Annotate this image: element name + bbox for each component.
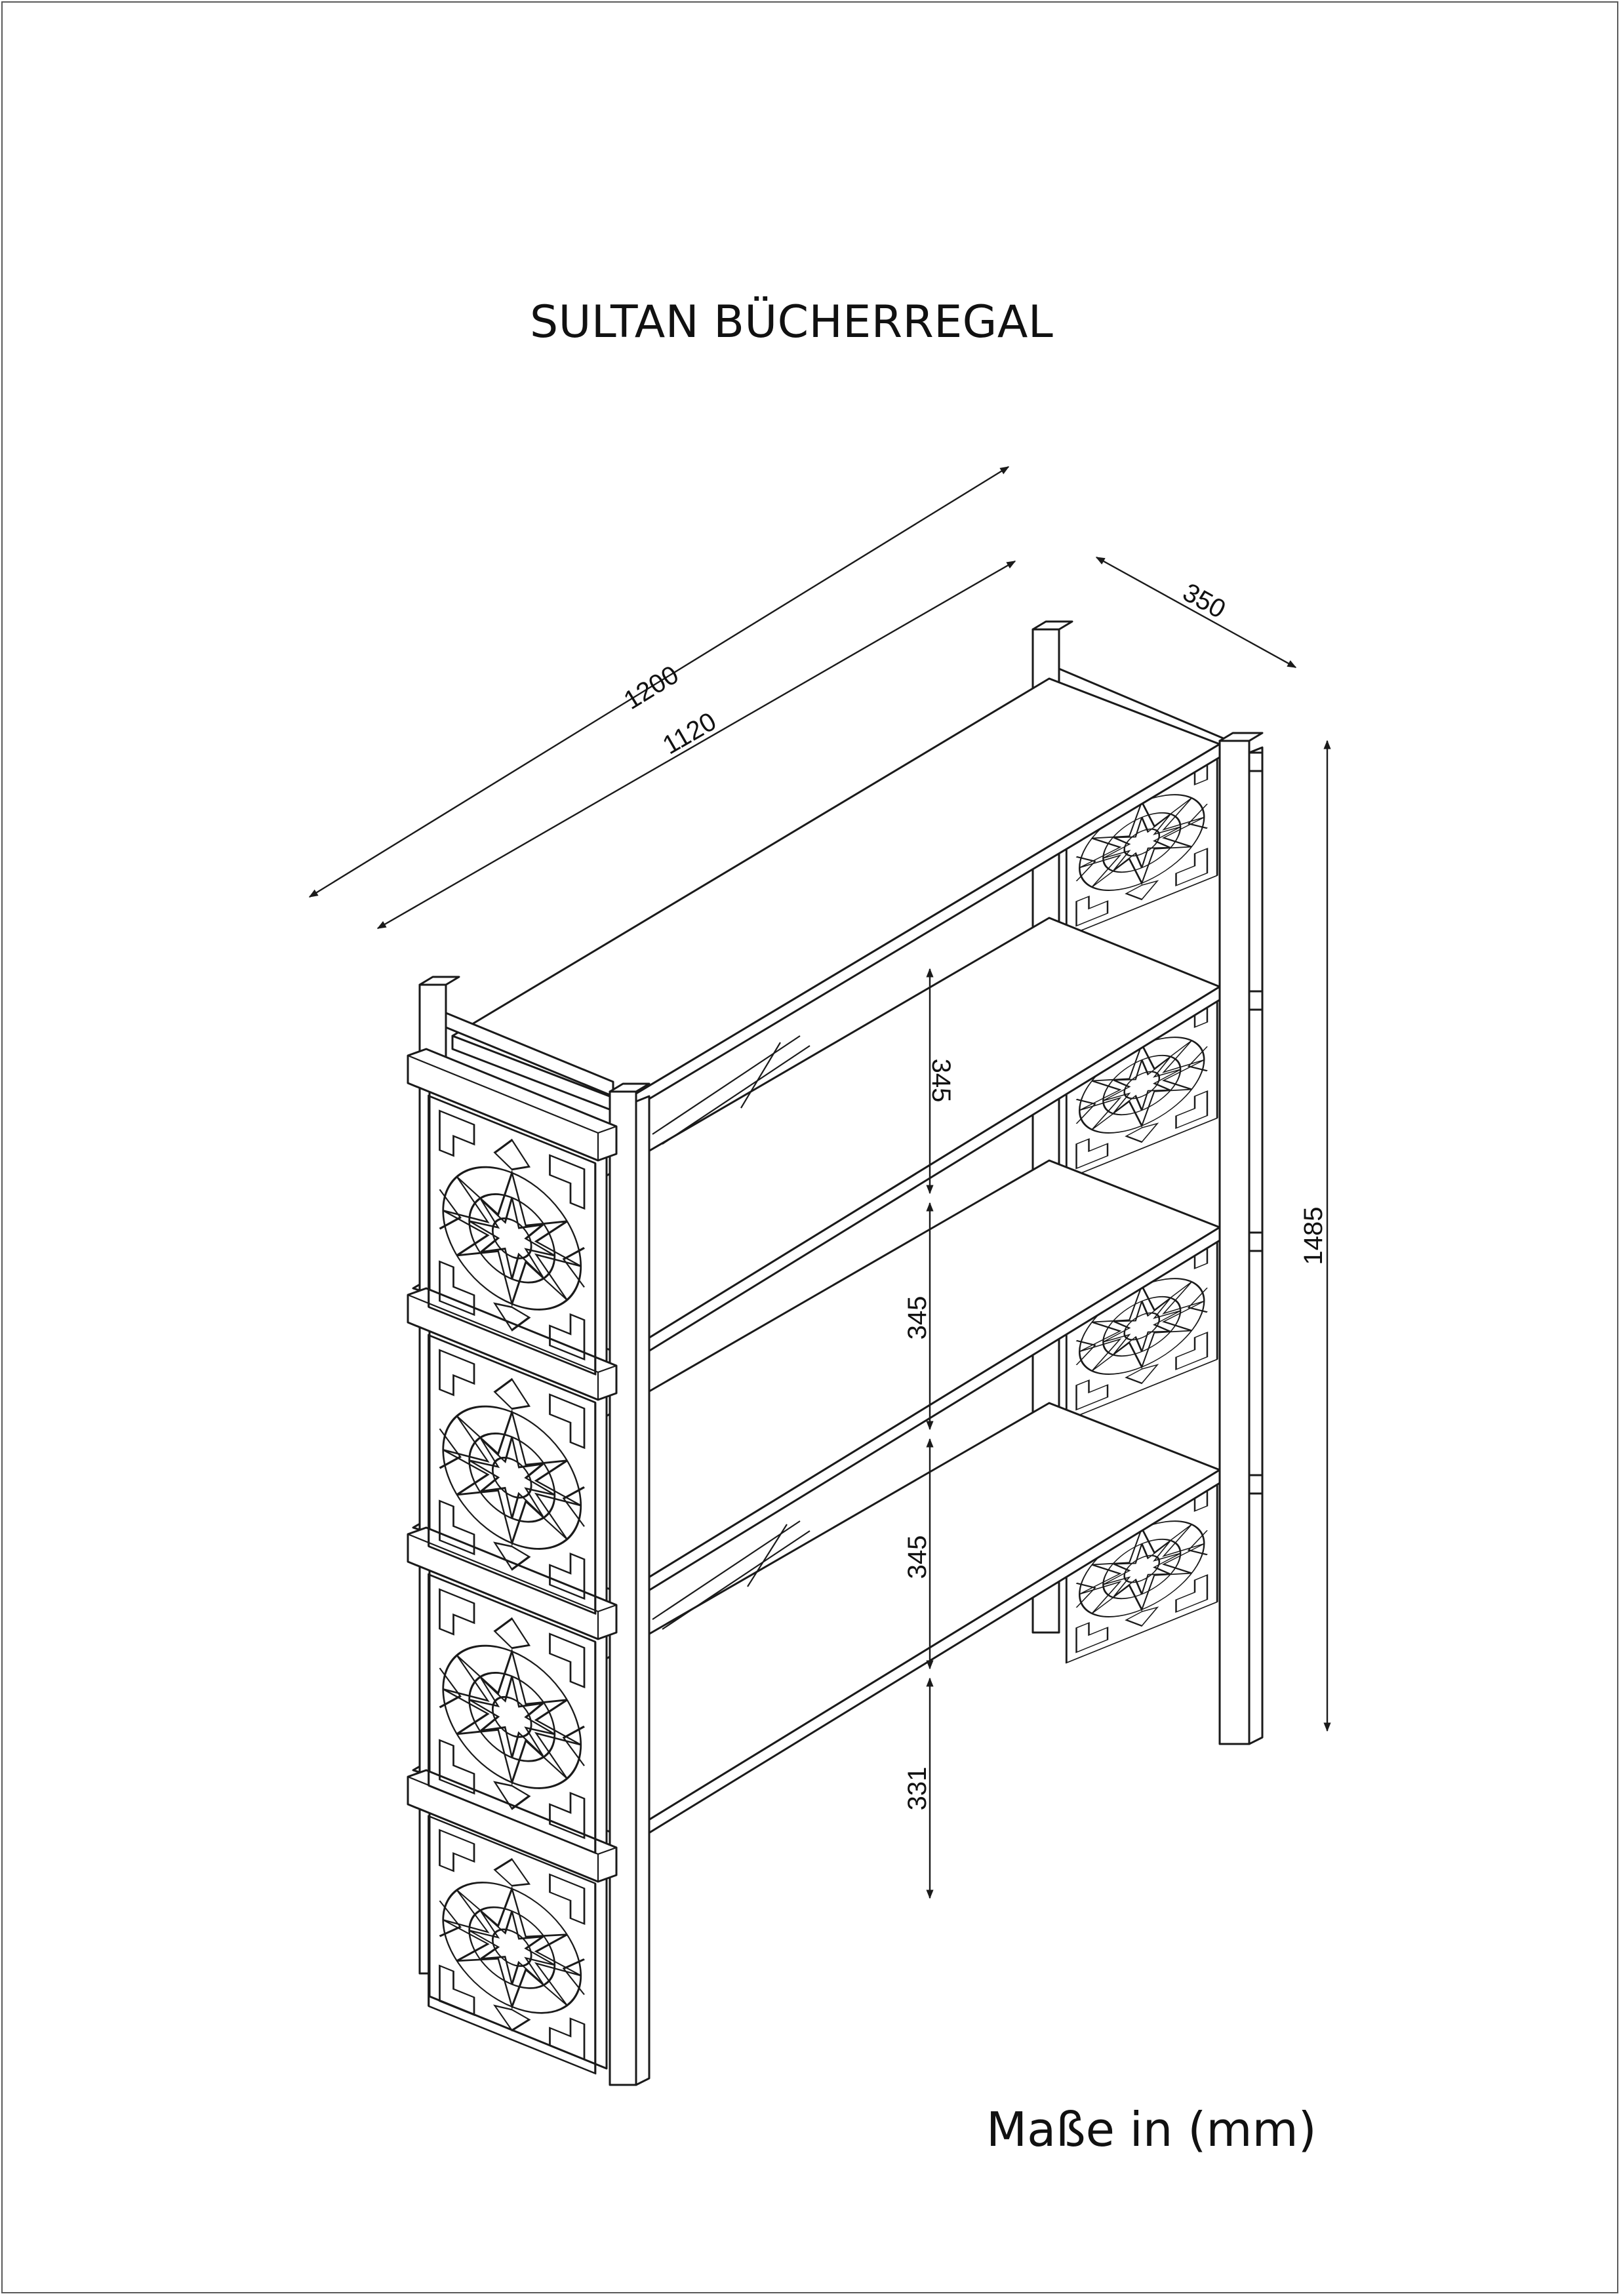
drawing-title: SULTAN BÜCHERREGAL (530, 296, 1054, 348)
dim-350-label: 350 (1178, 578, 1230, 624)
dim-1485-label: 1485 (1299, 1207, 1328, 1265)
dim-shelf-gap-2-label: 345 (903, 1296, 932, 1340)
units-note: Maße in (mm) (986, 2102, 1317, 2157)
dimension-lines (308, 465, 1331, 1899)
dim-1120-label: 1120 (658, 707, 721, 760)
dim-1200-label: 1200 (619, 660, 684, 715)
dim-shelf-gap-3-label: 345 (903, 1535, 932, 1579)
dim-shelf-gap-1-label: 345 (927, 1059, 955, 1103)
front-side-frame (407, 976, 650, 2086)
dim-bottom-gap-label: 331 (903, 1767, 932, 1811)
